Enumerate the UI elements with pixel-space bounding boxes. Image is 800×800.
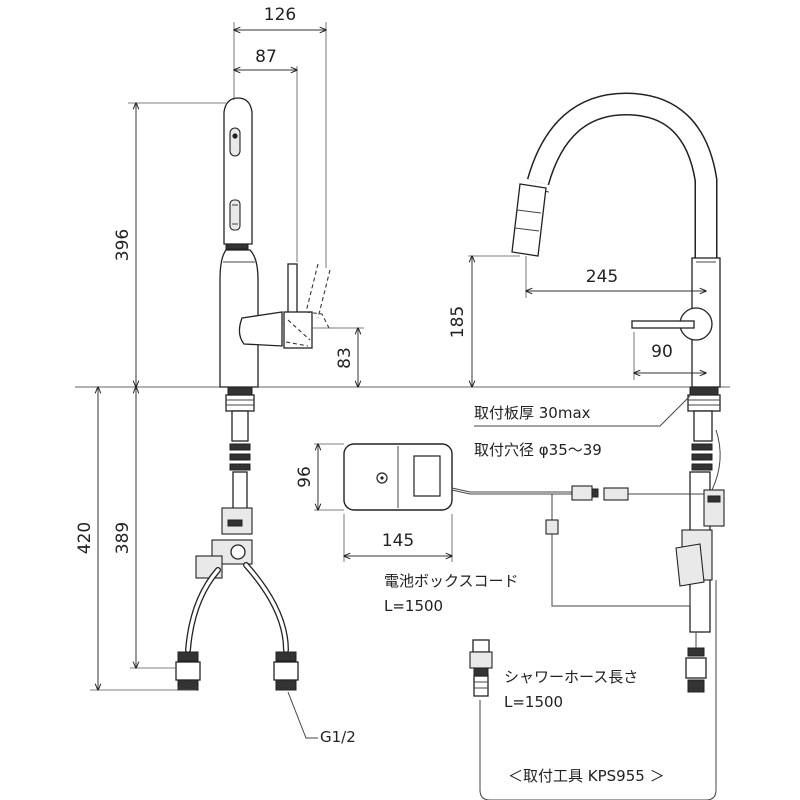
dim-under-counter-body: 389 — [113, 522, 133, 554]
dim-battery-box-height: 96 — [295, 466, 315, 488]
dim-lever-height: 83 — [335, 347, 355, 369]
front-view-dimensions — [468, 256, 706, 427]
note-battery-cord-title: 電池ボックスコード — [384, 572, 519, 590]
dim-lever-offset-front: 90 — [651, 342, 673, 362]
dim-spout-height-front: 185 — [448, 306, 468, 338]
note-battery-cord-length: L=1500 — [384, 597, 443, 615]
battery-box-dimensions — [314, 444, 452, 562]
dim-battery-box-width: 145 — [382, 531, 414, 551]
note-mount-hole: 取付穴径 φ35～39 — [474, 441, 602, 459]
shower-hose-fitting — [469, 639, 493, 697]
dim-spout-reach-side: 126 — [264, 5, 296, 25]
front-view-faucet — [479, 92, 725, 800]
dim-spout-reach-front: 245 — [586, 267, 618, 287]
dim-height-total: 396 — [113, 229, 133, 261]
side-view-dimensions — [90, 22, 364, 739]
note-shower-hose-length: L=1500 — [504, 693, 563, 711]
note-thread: G1/2 — [320, 728, 356, 746]
dim-under-counter-total: 420 — [75, 522, 95, 554]
note-mount-thickness: 取付板厚 30max — [474, 404, 591, 422]
dim-lever-reach: 87 — [255, 47, 277, 67]
battery-box — [343, 443, 704, 607]
note-tool: ＜取付工具 KPS955 ＞ — [508, 767, 665, 785]
side-view-faucet — [175, 97, 331, 691]
note-shower-hose-title: シャワーホース長さ — [504, 668, 638, 686]
